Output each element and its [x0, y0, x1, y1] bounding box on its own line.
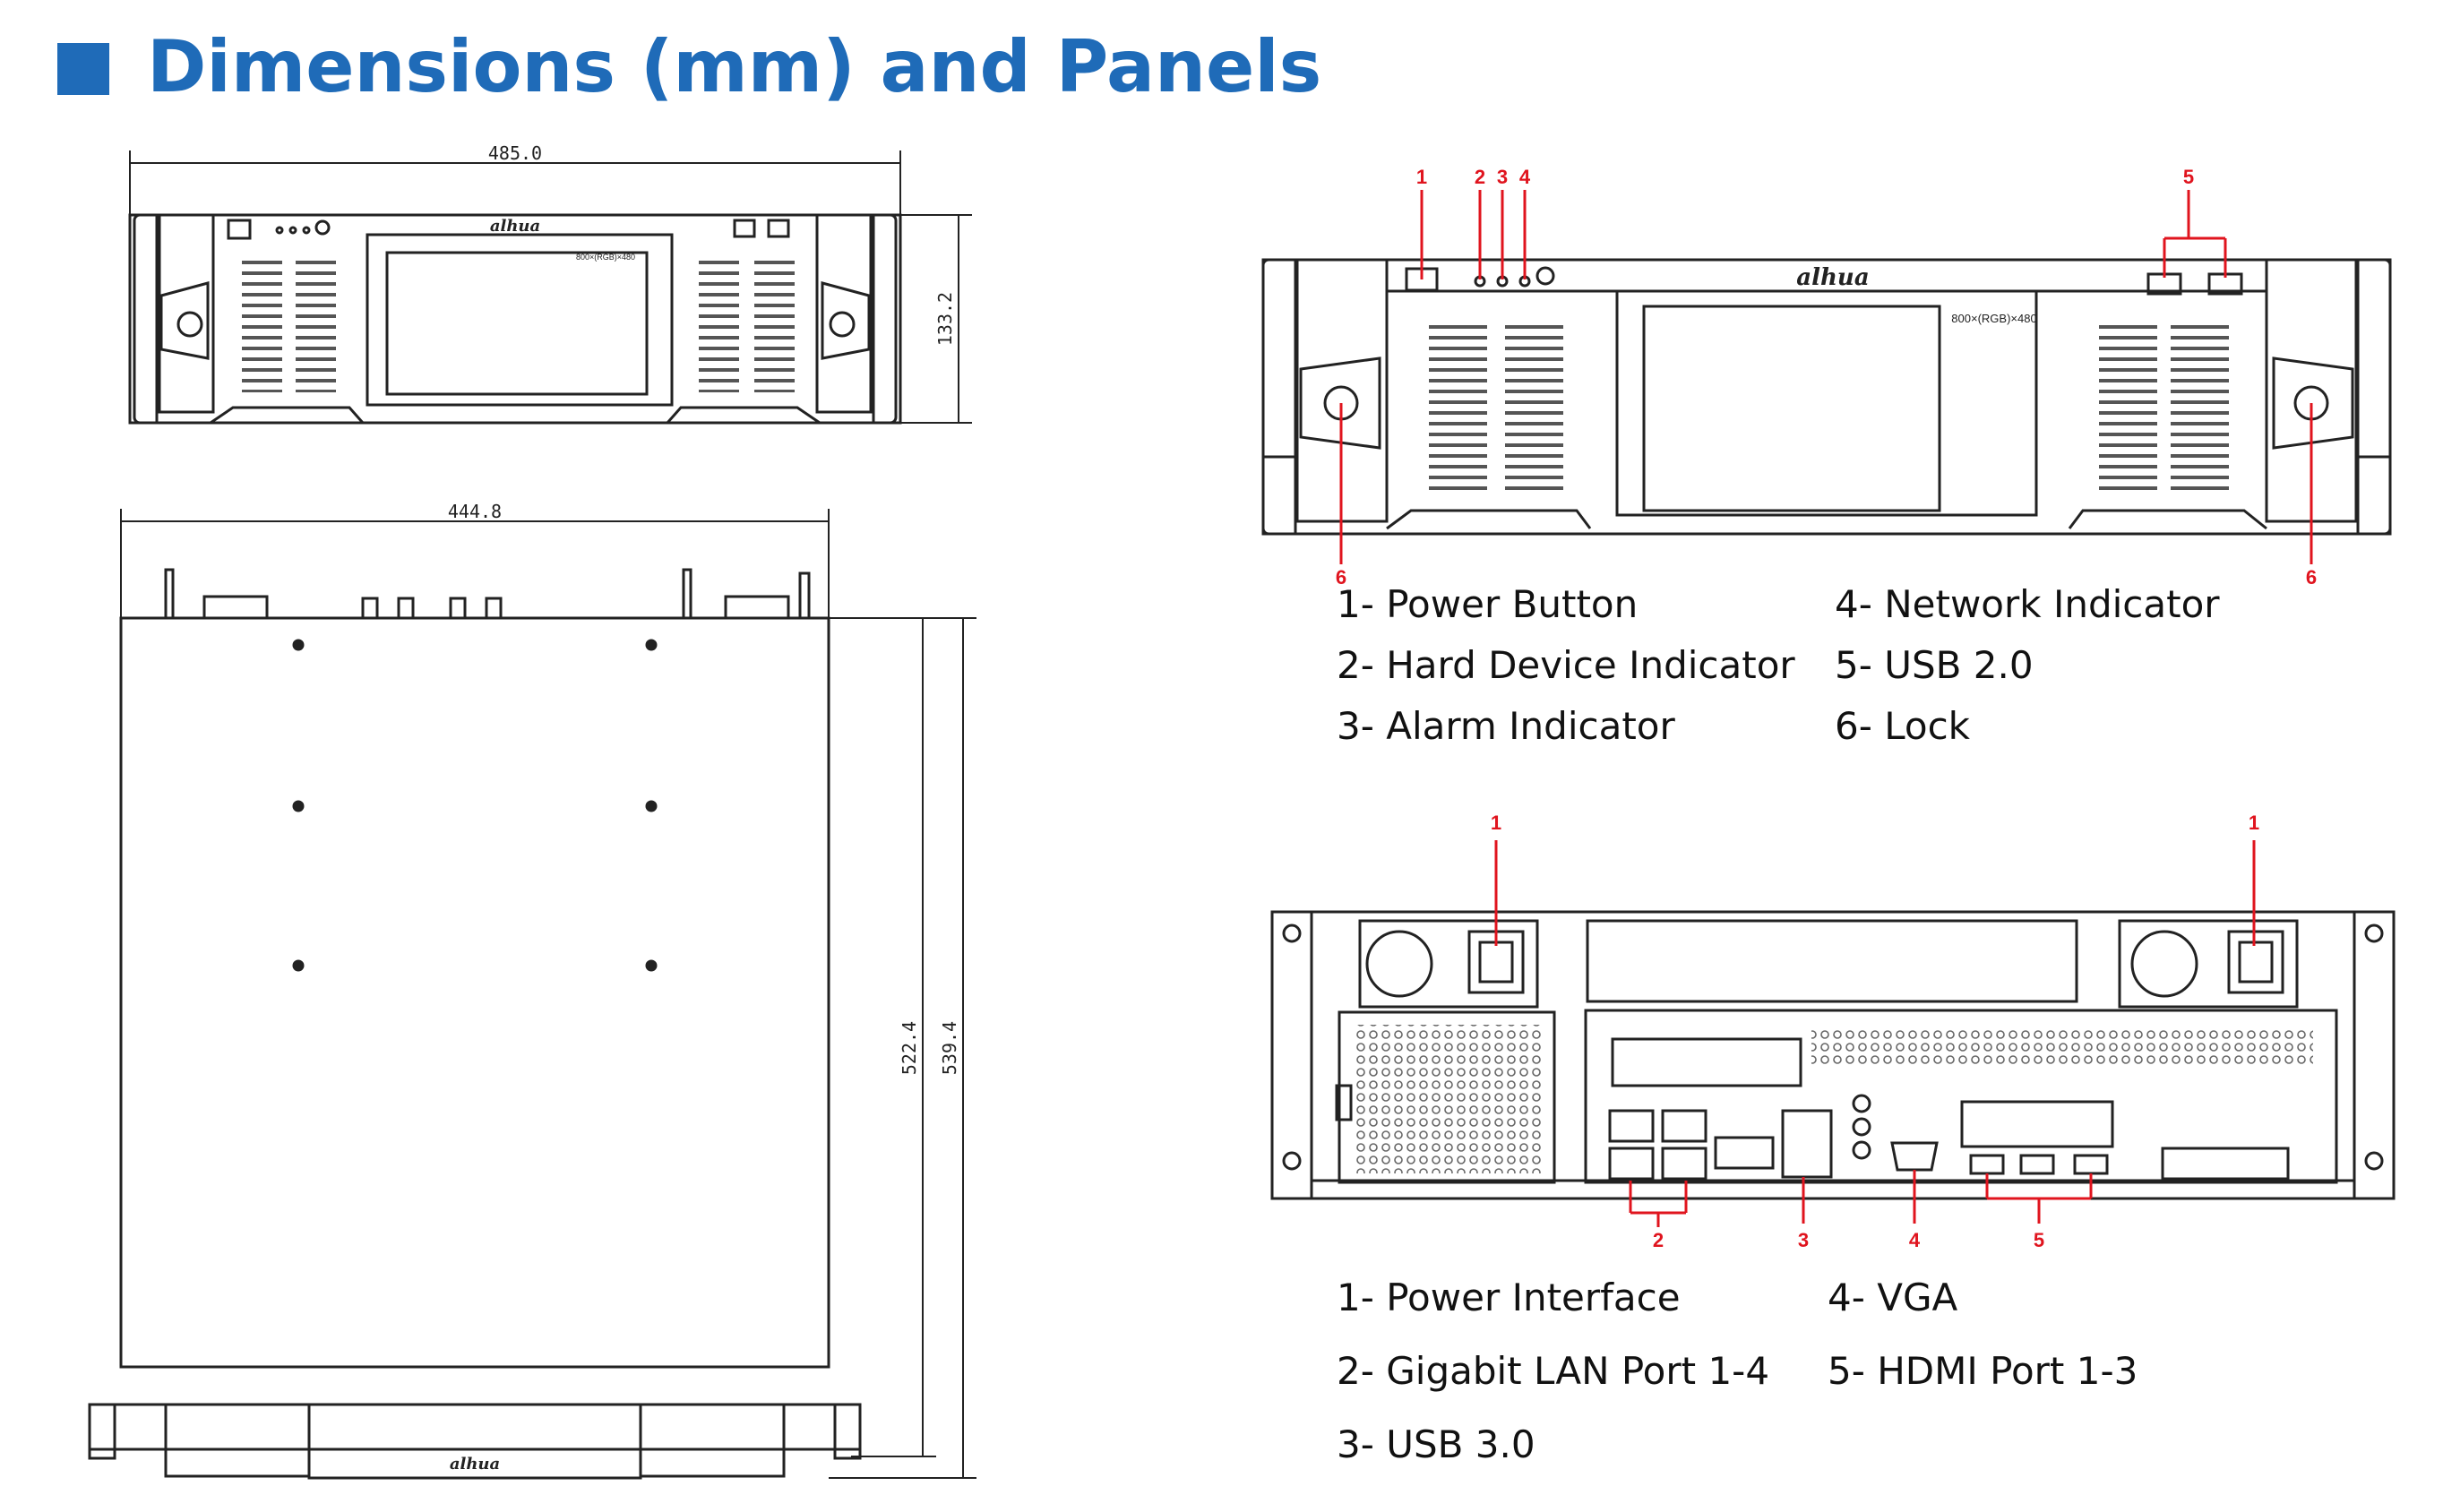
brand-logo-small: alhua — [490, 217, 540, 236]
rear-callout-1-right: 1 — [2249, 812, 2259, 834]
rear-callout-lines — [1494, 840, 2256, 1227]
dim-width-front: 485.0 — [488, 142, 542, 164]
front-callout-6-right: 6 — [2306, 566, 2317, 588]
front-legend-item-usb2: 5- USB 2.0 — [1835, 643, 2034, 687]
rear-callout-5: 5 — [2034, 1229, 2044, 1251]
front-legend-item-power-button: 1- Power Button — [1337, 582, 1639, 626]
rear-legend-item-power-interface: 1- Power Interface — [1337, 1276, 1681, 1319]
front-callout-lines — [1339, 190, 2313, 564]
front-callout-4: 4 — [1519, 166, 1531, 188]
front-legend-item-alarm-indicator: 3- Alarm Indicator — [1337, 704, 1675, 748]
front-legend-item-network-indicator: 4- Network Indicator — [1835, 582, 2220, 626]
rear-legend-item-vga: 4- VGA — [1828, 1276, 1958, 1319]
top-view-drawing — [88, 509, 976, 1480]
dim-depth-total: 539.4 — [939, 1021, 960, 1075]
brand-logo-front-panel: alhua — [1796, 264, 1869, 291]
screen-label-front-panel: 800×(RGB)×480 — [1951, 312, 2036, 325]
front-legend-item-lock: 6- Lock — [1835, 704, 1970, 748]
front-callout-5: 5 — [2183, 166, 2194, 188]
dim-height-front: 133.2 — [934, 292, 956, 346]
rear-callout-3: 3 — [1798, 1229, 1809, 1251]
rear-legend-item-gigabit-lan: 2- Gigabit LAN Port 1-4 — [1337, 1349, 1770, 1393]
dim-depth-inner: 522.4 — [899, 1021, 920, 1075]
rear-callout-4: 4 — [1909, 1229, 1921, 1251]
front-callout-2: 2 — [1475, 166, 1485, 188]
rear-callout-2: 2 — [1653, 1229, 1664, 1251]
rear-legend-item-hdmi: 5- HDMI Port 1-3 — [1828, 1349, 2138, 1393]
rear-callout-1-left: 1 — [1491, 812, 1501, 834]
brand-logo-top-view: alhua — [450, 1455, 500, 1473]
front-callout-1: 1 — [1416, 166, 1427, 188]
dim-width-top: 444.8 — [448, 501, 502, 522]
front-callout-3: 3 — [1497, 166, 1508, 188]
page-title: Dimensions (mm) and Panels — [147, 25, 1322, 108]
rear-panel-drawing — [1270, 910, 2396, 1200]
front-legend-item-hdd-indicator: 2- Hard Device Indicator — [1337, 643, 1795, 687]
rear-legend-item-usb3: 3- USB 3.0 — [1337, 1422, 1535, 1466]
front-panel-drawing — [1261, 258, 2392, 536]
screen-label-small: 800×(RGB)×480 — [576, 253, 635, 262]
front-view-drawing — [128, 150, 972, 425]
front-callout-6-left: 6 — [1336, 566, 1346, 588]
title-bullet — [57, 43, 109, 95]
